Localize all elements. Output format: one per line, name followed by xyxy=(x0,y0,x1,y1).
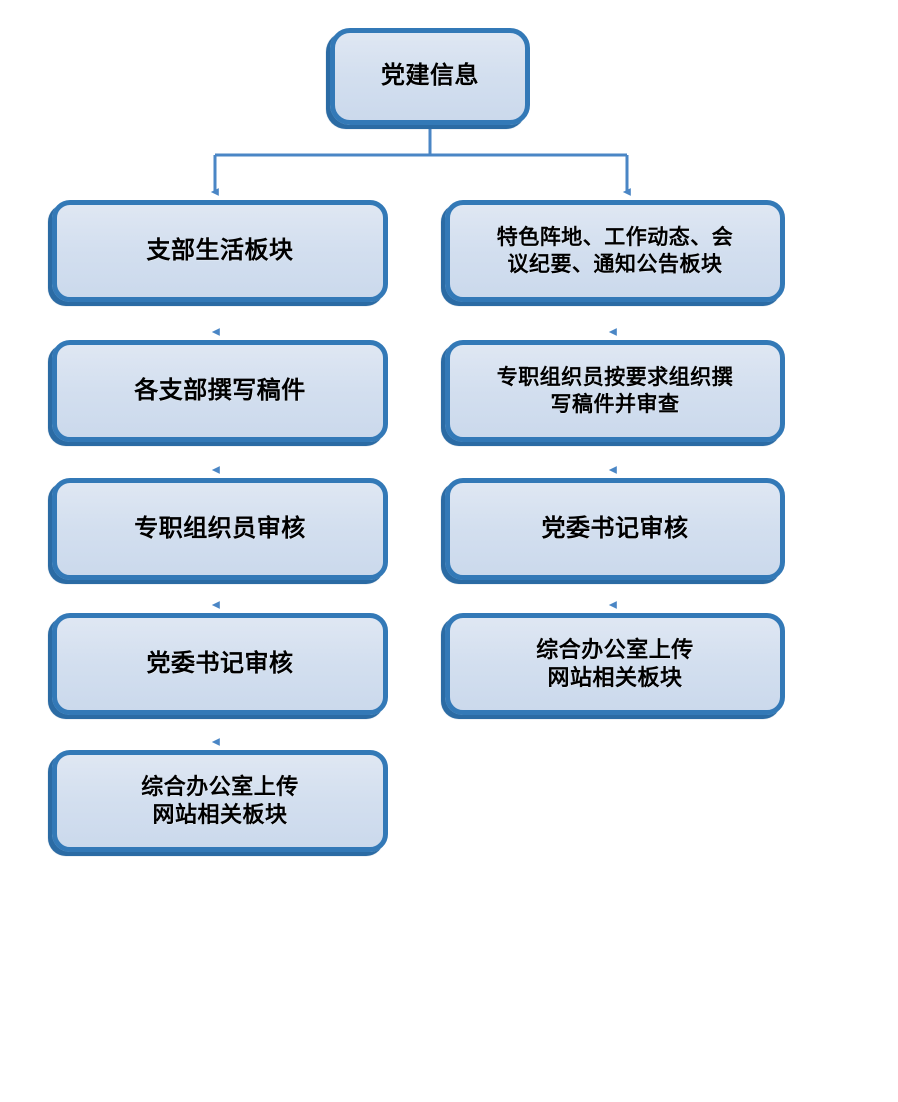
node-right-1-label: 特色阵地、工作动态、会 议纪要、通知公告板块 xyxy=(496,225,734,276)
node-left-4-label: 党委书记审核 xyxy=(146,650,294,677)
node-right-3[interactable]: 党委书记审核 xyxy=(445,478,785,580)
node-left-5[interactable]: 综合办公室上传 网站相关板块 xyxy=(52,750,388,852)
node-left-1[interactable]: 支部生活板块 xyxy=(52,200,388,302)
node-right-2-label: 专职组织员按要求组织撰 写稿件并审查 xyxy=(496,365,734,416)
node-right-2[interactable]: 专职组织员按要求组织撰 写稿件并审查 xyxy=(445,340,785,442)
node-root[interactable]: 党建信息 xyxy=(330,28,530,125)
node-left-3-label: 专职组织员审核 xyxy=(134,515,306,542)
node-left-3[interactable]: 专职组织员审核 xyxy=(52,478,388,580)
node-right-1[interactable]: 特色阵地、工作动态、会 议纪要、通知公告板块 xyxy=(445,200,785,302)
node-left-2-label: 各支部撰写稿件 xyxy=(134,377,306,404)
connector-root-split xyxy=(210,125,631,196)
node-left-5-label: 综合办公室上传 网站相关板块 xyxy=(141,773,299,827)
node-right-4[interactable]: 综合办公室上传 网站相关板块 xyxy=(445,613,785,715)
node-root-label: 党建信息 xyxy=(381,63,479,90)
node-right-3-label: 党委书记审核 xyxy=(541,515,689,542)
node-left-2[interactable]: 各支部撰写稿件 xyxy=(52,340,388,442)
node-left-1-label: 支部生活板块 xyxy=(146,237,294,264)
node-left-4[interactable]: 党委书记审核 xyxy=(52,613,388,715)
node-right-4-label: 综合办公室上传 网站相关板块 xyxy=(536,636,694,690)
